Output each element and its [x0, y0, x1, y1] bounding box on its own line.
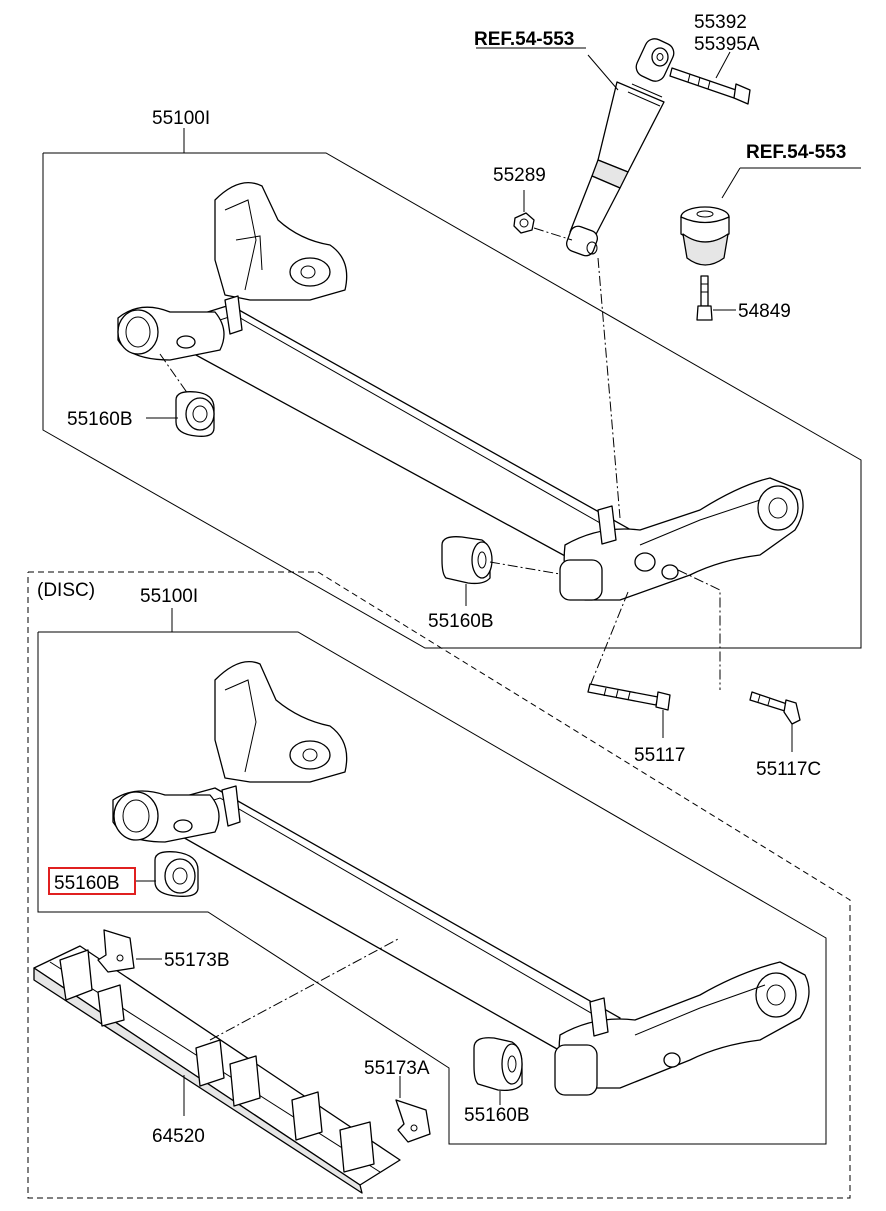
ref-label-shock: REF.54-553 [474, 29, 574, 50]
upper-shock-bolt[interactable] [669, 67, 751, 105]
upper-assembly-outline [42, 128, 862, 649]
label-55100i-top: 55100I [152, 108, 210, 129]
label-55289: 55289 [493, 165, 546, 186]
label-55392: 55392 [694, 12, 747, 33]
disc-label: (DISC) [37, 580, 95, 601]
label-55117: 55117 [634, 745, 685, 766]
bracket-55173b[interactable] [97, 929, 135, 973]
label-55173b: 55173B [164, 950, 230, 971]
mount-bolt-54849[interactable] [696, 275, 713, 321]
heat-shield-64520[interactable] [33, 945, 401, 1194]
disc-group-outline [27, 571, 851, 1199]
label-55160b-lower-left: 55160B [54, 873, 120, 894]
label-55100i-bottom: 55100I [140, 586, 198, 607]
bushing-lower-right[interactable] [473, 1037, 523, 1092]
bracket-55173a[interactable] [395, 1099, 431, 1143]
ref-label-mount: REF.54-553 [746, 142, 846, 163]
label-55160b-lower-right: 55160B [464, 1105, 530, 1126]
torsion-beam-lower[interactable] [112, 660, 810, 1096]
bolt-55117[interactable] [587, 683, 671, 711]
shock-mount[interactable] [680, 206, 730, 266]
bushing-upper-left[interactable] [175, 391, 215, 437]
bushing-upper-right[interactable] [441, 536, 493, 585]
label-55117c: 55117C [756, 759, 821, 780]
label-64520: 64520 [152, 1126, 205, 1147]
shock-absorber[interactable] [564, 36, 677, 258]
label-55395a: 55395A [694, 34, 760, 55]
bolt-55117c[interactable] [749, 691, 801, 725]
label-55160b-upper-right: 55160B [428, 611, 494, 632]
highlight-box[interactable] [48, 867, 136, 895]
label-55160b-upper-left: 55160B [67, 409, 133, 430]
bushing-lower-left[interactable] [154, 851, 199, 897]
label-54849: 54849 [738, 301, 791, 322]
nut-55289[interactable] [513, 212, 535, 234]
torsion-beam-upper[interactable] [117, 182, 804, 601]
lower-assembly-outline [37, 631, 827, 1145]
label-55173a: 55173A [364, 1058, 430, 1079]
